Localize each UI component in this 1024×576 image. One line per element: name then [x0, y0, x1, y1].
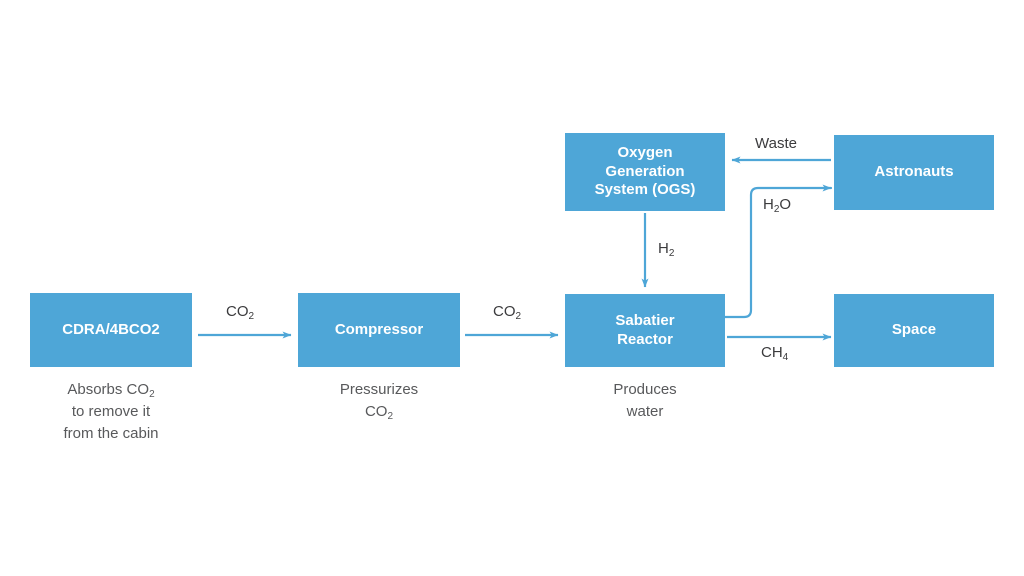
caption-compressor: Pressurizes CO2 [279, 379, 479, 423]
edge-label-co2-b-text: CO [493, 303, 516, 320]
node-space-label: Space [891, 321, 937, 339]
edge-label-ch4-subscript: 4 [782, 352, 789, 363]
edge-label-co2-a-text: CO [226, 303, 249, 320]
caption-cdra-line2: to remove it [71, 402, 151, 420]
caption-compressor-line2-subscript: 2 [387, 410, 394, 422]
caption-cdra-line1-text: Absorbs CO [67, 381, 150, 398]
node-ogs-label-line2: Generation [605, 162, 685, 180]
node-astronauts[interactable]: Astronauts [834, 135, 994, 210]
edge-label-waste: Waste [755, 135, 797, 152]
edge-label-h2o-subscript: 2 [773, 204, 780, 215]
edge-label-co2-compressor-sabatier: CO2 [493, 303, 522, 322]
node-cdra[interactable]: CDRA/4BCO2 [30, 293, 192, 367]
edge-label-h2o: H2O [763, 196, 792, 215]
node-cdra-label: CDRA/4BCO2 [62, 320, 160, 338]
caption-compressor-line2: CO2 [279, 401, 479, 423]
node-ogs-label-line1: Oxygen [617, 143, 673, 161]
caption-cdra-line1: Absorbs CO2 [11, 379, 211, 401]
edge-label-h2-text: H [658, 240, 669, 257]
caption-sabatier: Produces water [545, 379, 745, 423]
caption-sabatier-line2: water [626, 402, 664, 420]
caption-cdra-line1-subscript: 2 [149, 389, 155, 400]
node-ogs-label-line3: System (OGS) [594, 181, 696, 199]
node-compressor-label: Compressor [334, 320, 424, 338]
edge-label-co2-b-subscript: 2 [515, 311, 522, 322]
caption-sabatier-line1: Produces [613, 381, 677, 398]
node-compressor[interactable]: Compressor [298, 293, 460, 367]
node-sabatier-label-line2: Reactor [617, 330, 673, 348]
edge-label-waste-text: Waste [755, 135, 797, 152]
caption-compressor-line2-text: CO [364, 402, 388, 420]
caption-cdra: Absorbs CO2 to remove it from the cabin [11, 379, 211, 444]
edge-label-h2: H2 [658, 240, 675, 259]
caption-compressor-line1: Pressurizes [339, 381, 419, 398]
node-space[interactable]: Space [834, 294, 994, 367]
node-ogs[interactable]: Oxygen Generation System (OGS) [565, 133, 725, 211]
node-astronauts-label: Astronauts [874, 163, 954, 181]
edge-label-h2o-suffix: O [779, 196, 792, 213]
edge-label-ch4: CH4 [761, 344, 789, 363]
edge-label-co2-a-subscript: 2 [248, 311, 255, 322]
node-sabatier-reactor[interactable]: Sabatier Reactor [565, 294, 725, 367]
edge-label-h2o-text: H [763, 196, 774, 213]
edge-label-ch4-text: CH [761, 344, 783, 361]
caption-cdra-line3: from the cabin [63, 424, 159, 442]
edge-label-co2-cdra-compressor: CO2 [226, 303, 255, 322]
node-sabatier-label-line1: Sabatier [615, 311, 675, 329]
edge-label-h2-subscript: 2 [668, 248, 675, 259]
